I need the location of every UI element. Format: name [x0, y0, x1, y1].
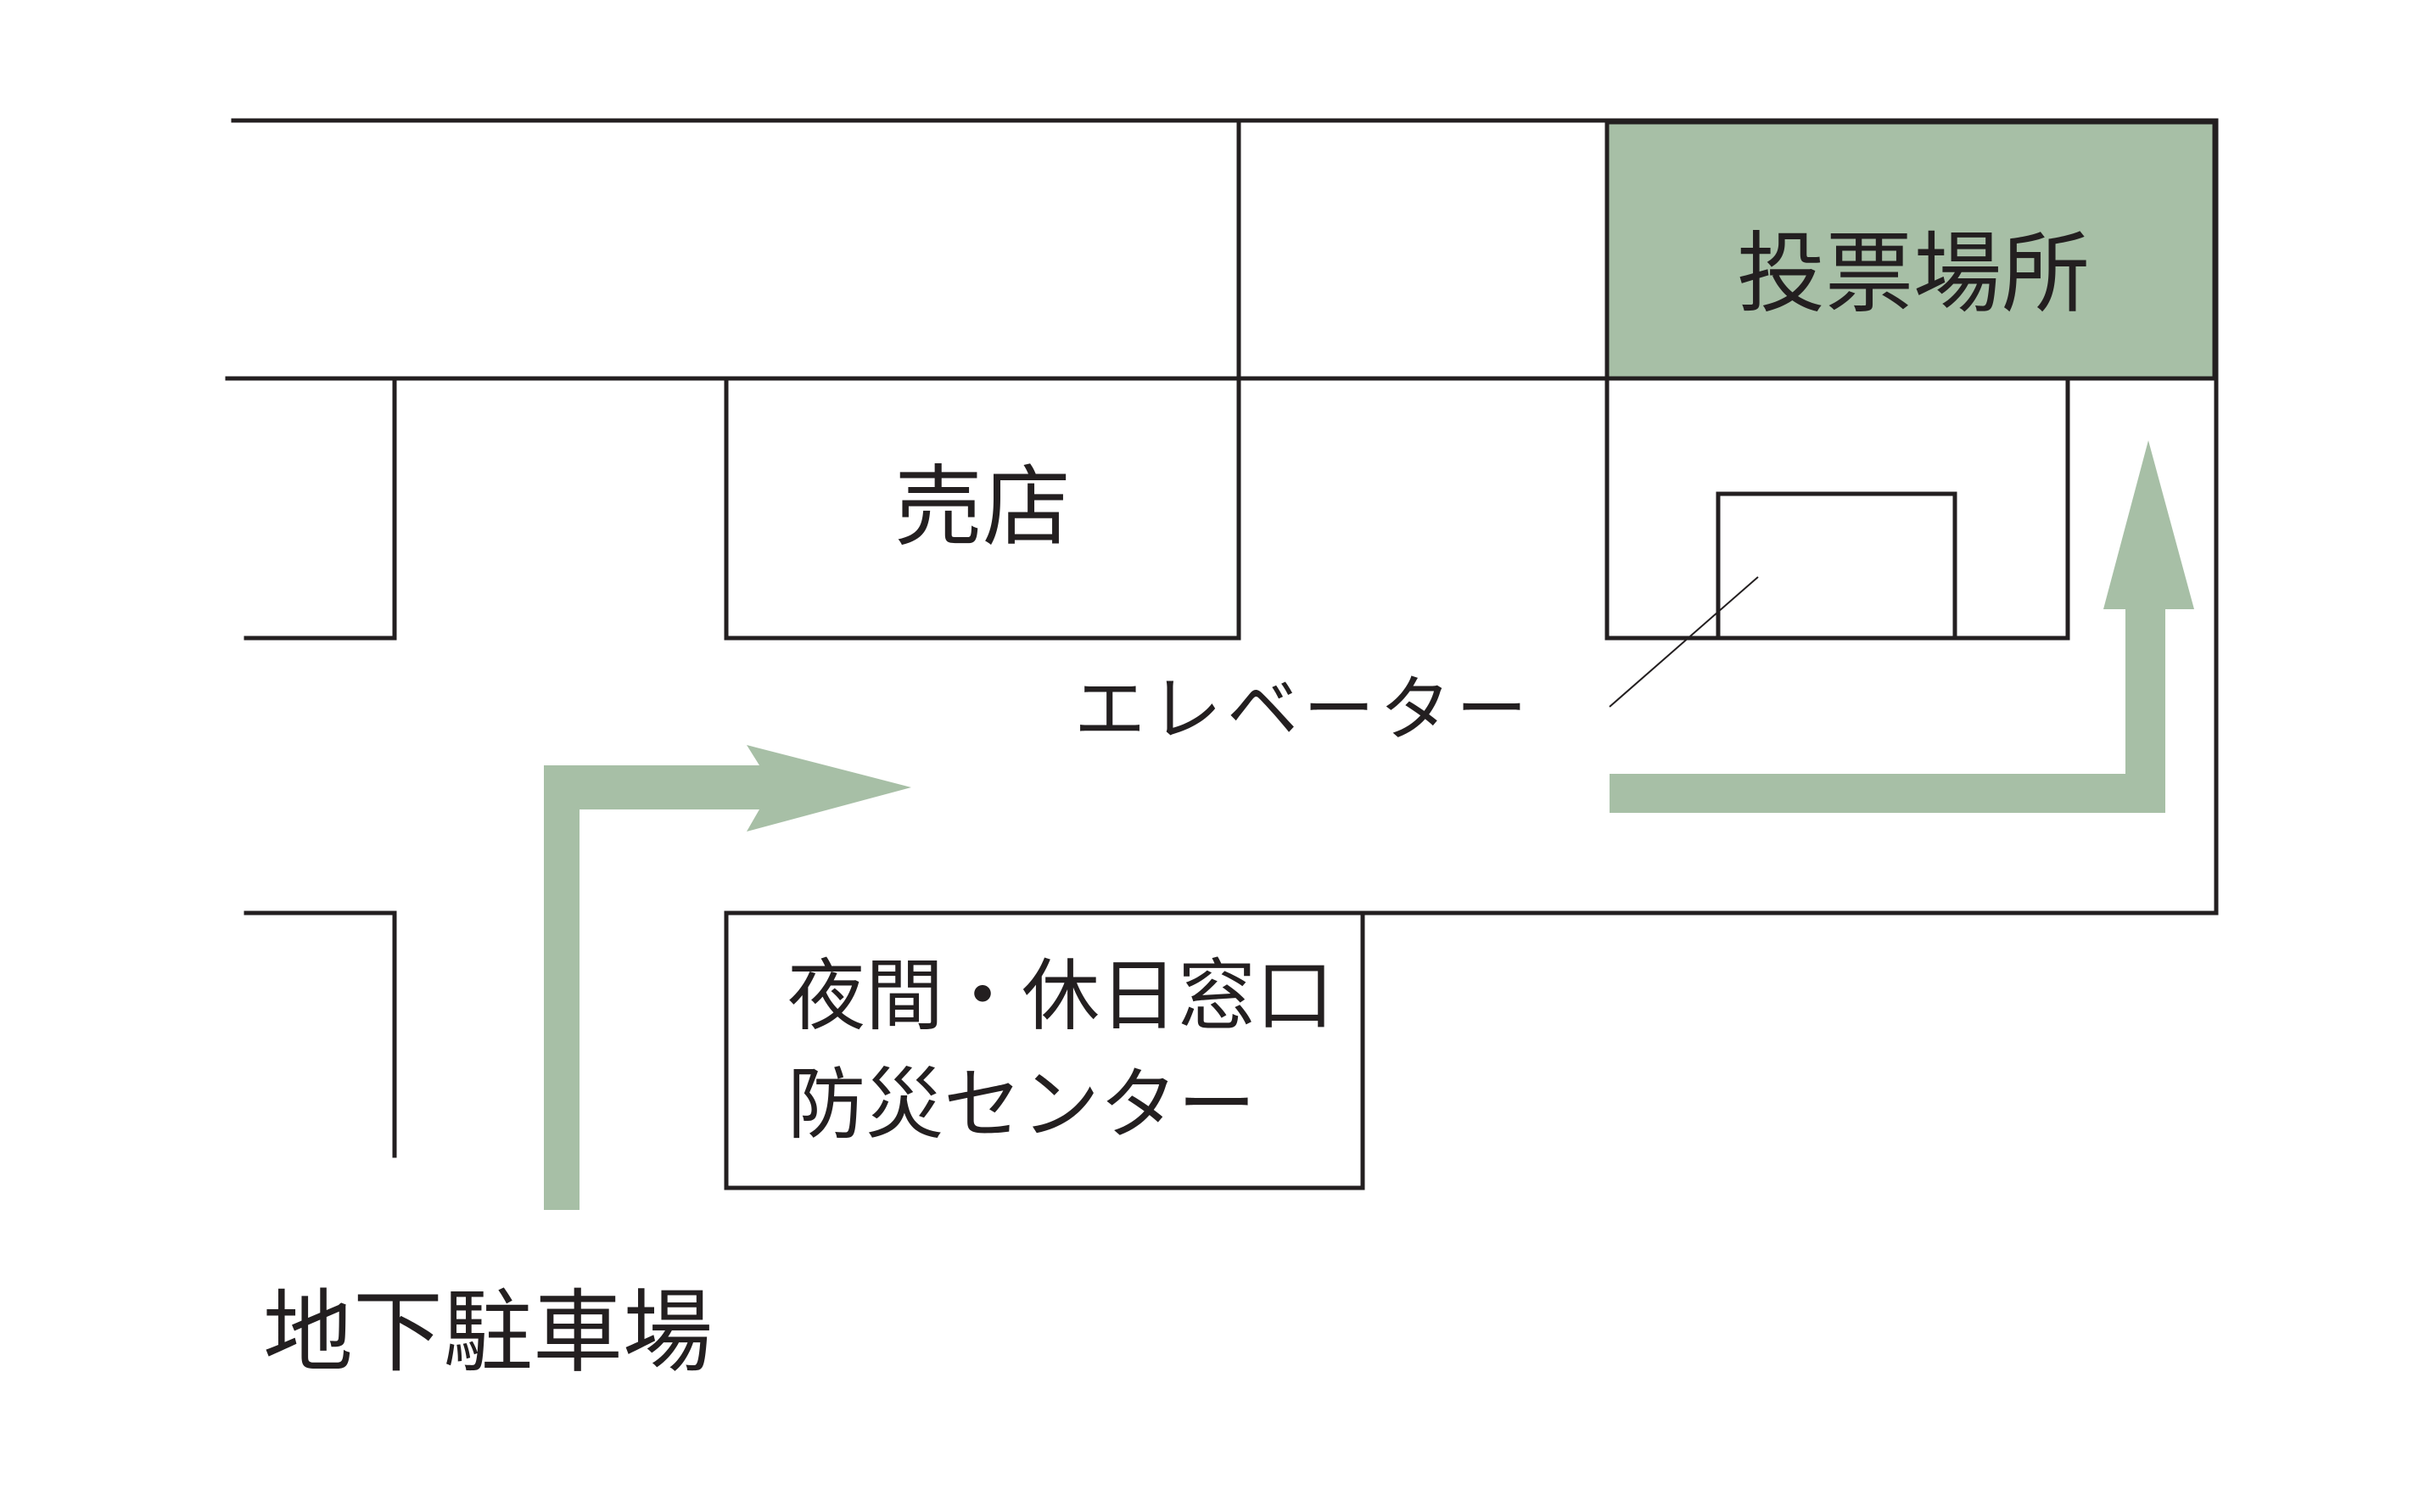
night-holiday-window-label: 夜間・休日窓口: [787, 950, 1334, 1041]
route-arrow-left: [544, 745, 911, 1210]
left-lower-block: [244, 910, 397, 1158]
route-arrow-right: [1610, 440, 2194, 813]
left-upper-block: [244, 376, 397, 641]
elevator-label: エレベーター: [1074, 668, 1532, 751]
elevator-leader-line: [1609, 576, 1759, 708]
underground-parking-label: 地下駐車場: [263, 1280, 713, 1385]
elevator-enclosure: [1604, 376, 2070, 641]
disaster-center-label: 防災センター: [787, 1059, 1256, 1150]
shop-label: 売店: [894, 455, 1071, 558]
walls: [225, 118, 2219, 1190]
night-window-room: [724, 910, 1365, 1190]
elevator-box: [1716, 491, 1957, 641]
shop-room: [724, 376, 1241, 641]
voting-place-room: [1604, 120, 2217, 381]
lower-corridor-wall: [724, 910, 2219, 1190]
voting-place-label: 投票場所: [1737, 221, 2090, 325]
arrow-route-icon: [544, 440, 2194, 1210]
